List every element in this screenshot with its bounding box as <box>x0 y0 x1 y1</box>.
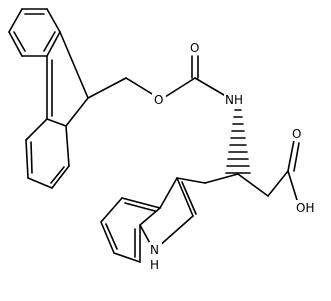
bond <box>8 31 23 57</box>
bond <box>59 31 89 99</box>
bond <box>65 125 70 167</box>
bond <box>181 181 197 215</box>
double-bond-inner <box>43 31 56 52</box>
bond <box>176 177 206 184</box>
carbonyl-oxygen-label: O <box>190 41 199 55</box>
bond <box>164 77 196 98</box>
fluorene-five-ring <box>46 31 89 127</box>
bond <box>194 77 225 96</box>
indole-benzene-ring <box>100 197 161 263</box>
double-bond-inner <box>124 202 156 212</box>
bond <box>237 173 269 197</box>
carbamate-nh-label: NH <box>225 93 243 107</box>
bond <box>46 118 67 127</box>
bond <box>100 197 123 223</box>
bond <box>157 215 194 248</box>
backbone <box>176 139 300 201</box>
bond <box>121 197 161 209</box>
bond <box>139 207 161 226</box>
acid-hydroxyl-label: OH <box>296 201 314 215</box>
indole-nitrogen-label: N <box>150 243 159 257</box>
double-bond-inner <box>30 141 33 174</box>
stereo-hash-bond <box>225 109 251 174</box>
indole-pyrrole-ring <box>139 177 197 248</box>
double-bond-inner <box>13 31 26 52</box>
bond <box>113 252 141 263</box>
bond <box>125 77 158 98</box>
bond <box>293 142 300 172</box>
bond <box>159 177 178 209</box>
bond <box>25 118 48 141</box>
bond <box>287 170 298 201</box>
bond <box>267 170 289 197</box>
ester-oxygen-label: O <box>154 93 163 107</box>
bond <box>87 77 127 99</box>
double-bond-inner <box>105 223 118 250</box>
bond <box>176 177 194 217</box>
fluorene-left-ring <box>8 8 61 57</box>
bond <box>287 139 295 172</box>
acid-carbonyl-oxygen-label: O <box>292 127 301 141</box>
bond <box>25 139 29 179</box>
atom-labels: O O NH O OH N H <box>149 40 321 272</box>
bond <box>46 8 61 33</box>
bond <box>27 177 53 189</box>
indole-hydrogen-label: H <box>150 258 159 272</box>
bond <box>100 221 115 254</box>
bond <box>8 8 23 33</box>
double-bond-inner <box>50 166 65 184</box>
bond <box>51 165 70 189</box>
bond <box>65 97 89 127</box>
bond <box>204 173 239 184</box>
carbamate-linker <box>87 55 225 99</box>
bond <box>46 31 61 57</box>
fluorene-bottom-ring <box>25 118 70 189</box>
